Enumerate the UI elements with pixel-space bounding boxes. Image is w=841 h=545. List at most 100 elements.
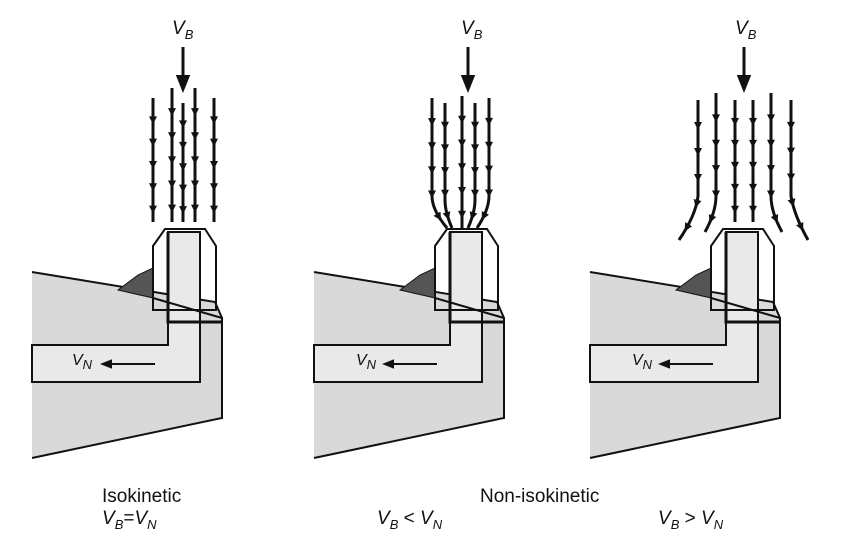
nozzle-inlet	[724, 232, 780, 324]
caption-non-isokinetic: Non-isokinetic	[480, 486, 600, 507]
flow-direction-marker	[191, 132, 199, 141]
vb-label-3: VB	[735, 18, 757, 42]
flow-direction-marker	[767, 190, 775, 199]
flow-direction-marker	[712, 190, 720, 199]
flow-direction-marker	[433, 211, 442, 221]
flow-direction-marker	[684, 222, 693, 232]
probe-edge	[152, 297, 223, 319]
flow-direction-marker	[471, 167, 479, 176]
flow-direction-marker	[441, 167, 449, 176]
flow-direction-marker	[179, 184, 187, 193]
streamlines-diverging	[677, 93, 810, 241]
flow-direction-marker	[210, 183, 218, 192]
flow-direction-marker	[712, 139, 720, 148]
flow-direction-marker	[458, 115, 466, 124]
flow-direction-marker	[712, 114, 720, 123]
flow-direction-marker	[168, 180, 176, 189]
flow-direction-marker	[469, 211, 478, 221]
vn-label-2: VN	[356, 352, 377, 373]
flow-direction-marker	[179, 141, 187, 150]
flow-direction-marker	[731, 117, 739, 126]
flow-direction-marker	[168, 108, 176, 117]
flow-direction-marker	[458, 187, 466, 196]
flow-direction-marker	[770, 214, 779, 223]
flow-direction-marker	[149, 116, 157, 125]
flow-direction-marker	[168, 132, 176, 141]
flow-direction-marker	[428, 142, 436, 151]
flow-direction-marker	[731, 139, 739, 148]
flow-direction-marker	[458, 139, 466, 148]
flow-direction-marker	[485, 117, 493, 126]
flow-direction-marker	[168, 204, 176, 213]
flow-direction-marker	[441, 189, 449, 198]
panel-vb-greater-vn	[589, 47, 810, 459]
flow-direction-marker	[428, 190, 436, 199]
flow-direction-marker	[149, 205, 157, 214]
flow-direction-marker	[749, 117, 757, 126]
flow-direction-marker	[210, 160, 218, 169]
nozzle-channel	[31, 231, 201, 383]
vb-label-2: VB	[461, 18, 483, 42]
flow-direction-marker	[731, 161, 739, 170]
flow-direction-marker	[787, 173, 795, 182]
flow-direction-marker	[767, 165, 775, 174]
flow-direction-marker	[481, 211, 489, 221]
flow-direction-marker	[179, 206, 187, 215]
flow-direction-marker	[179, 120, 187, 129]
flow-direction-marker	[485, 189, 493, 198]
flow-direction-marker	[749, 183, 757, 192]
flow-direction-marker	[210, 116, 218, 125]
nozzle-inlet	[166, 232, 222, 324]
flow-direction-marker	[441, 121, 449, 130]
nozzle-inlet	[448, 232, 504, 324]
flow-direction-marker	[787, 147, 795, 156]
nozzle-wall-outer	[152, 228, 217, 311]
probe-edge	[434, 297, 505, 319]
panel-vb-less-vn	[313, 47, 505, 459]
flow-direction-marker	[693, 198, 702, 208]
flow-direction-marker	[191, 204, 199, 213]
flow-direction-marker	[471, 189, 479, 198]
flow-direction-marker	[694, 173, 702, 182]
flow-direction-marker	[485, 165, 493, 174]
flow-direction-marker	[694, 147, 702, 156]
vn-label-3: VN	[632, 352, 653, 373]
flow-direction-marker	[210, 138, 218, 147]
flow-direction-marker	[471, 144, 479, 153]
flow-direction-marker	[731, 183, 739, 192]
flow-direction-marker	[149, 138, 157, 147]
streamlines-straight	[149, 88, 218, 222]
flow-direction-marker	[471, 121, 479, 130]
flow-direction-marker	[458, 210, 466, 219]
flow-direction-marker	[428, 166, 436, 175]
flow-direction-marker	[458, 163, 466, 172]
flow-direction-marker	[442, 211, 451, 221]
flow-direction-marker	[149, 160, 157, 169]
nozzle-channel	[313, 231, 483, 383]
caption-isokinetic-title: Isokinetic	[102, 486, 182, 507]
vn-label-1: VN	[72, 352, 93, 373]
flow-direction-marker	[731, 205, 739, 214]
flow-direction-marker	[191, 108, 199, 117]
caption-isokinetic-relation: VB=VN	[102, 508, 157, 532]
flow-direction-marker	[749, 161, 757, 170]
flow-direction-marker	[712, 165, 720, 174]
flow-direction-marker	[708, 214, 717, 223]
flow-direction-marker	[749, 205, 757, 214]
flow-direction-marker	[787, 121, 795, 130]
flow-direction-marker	[796, 221, 804, 231]
flow-direction-marker	[694, 121, 702, 130]
flow-direction-marker	[428, 118, 436, 127]
flow-direction-marker	[749, 139, 757, 148]
flow-direction-marker	[441, 144, 449, 153]
flow-direction-marker	[767, 139, 775, 148]
flow-direction-marker	[149, 183, 157, 192]
vb-label-1: VB	[172, 18, 194, 42]
nozzle-wall-outer	[710, 228, 775, 311]
flow-direction-marker	[191, 180, 199, 189]
panel-isokinetic	[31, 47, 223, 459]
flow-direction-marker	[485, 141, 493, 150]
streamlines-converging	[428, 96, 493, 229]
caption-less-relation: VB < VN	[377, 508, 443, 532]
